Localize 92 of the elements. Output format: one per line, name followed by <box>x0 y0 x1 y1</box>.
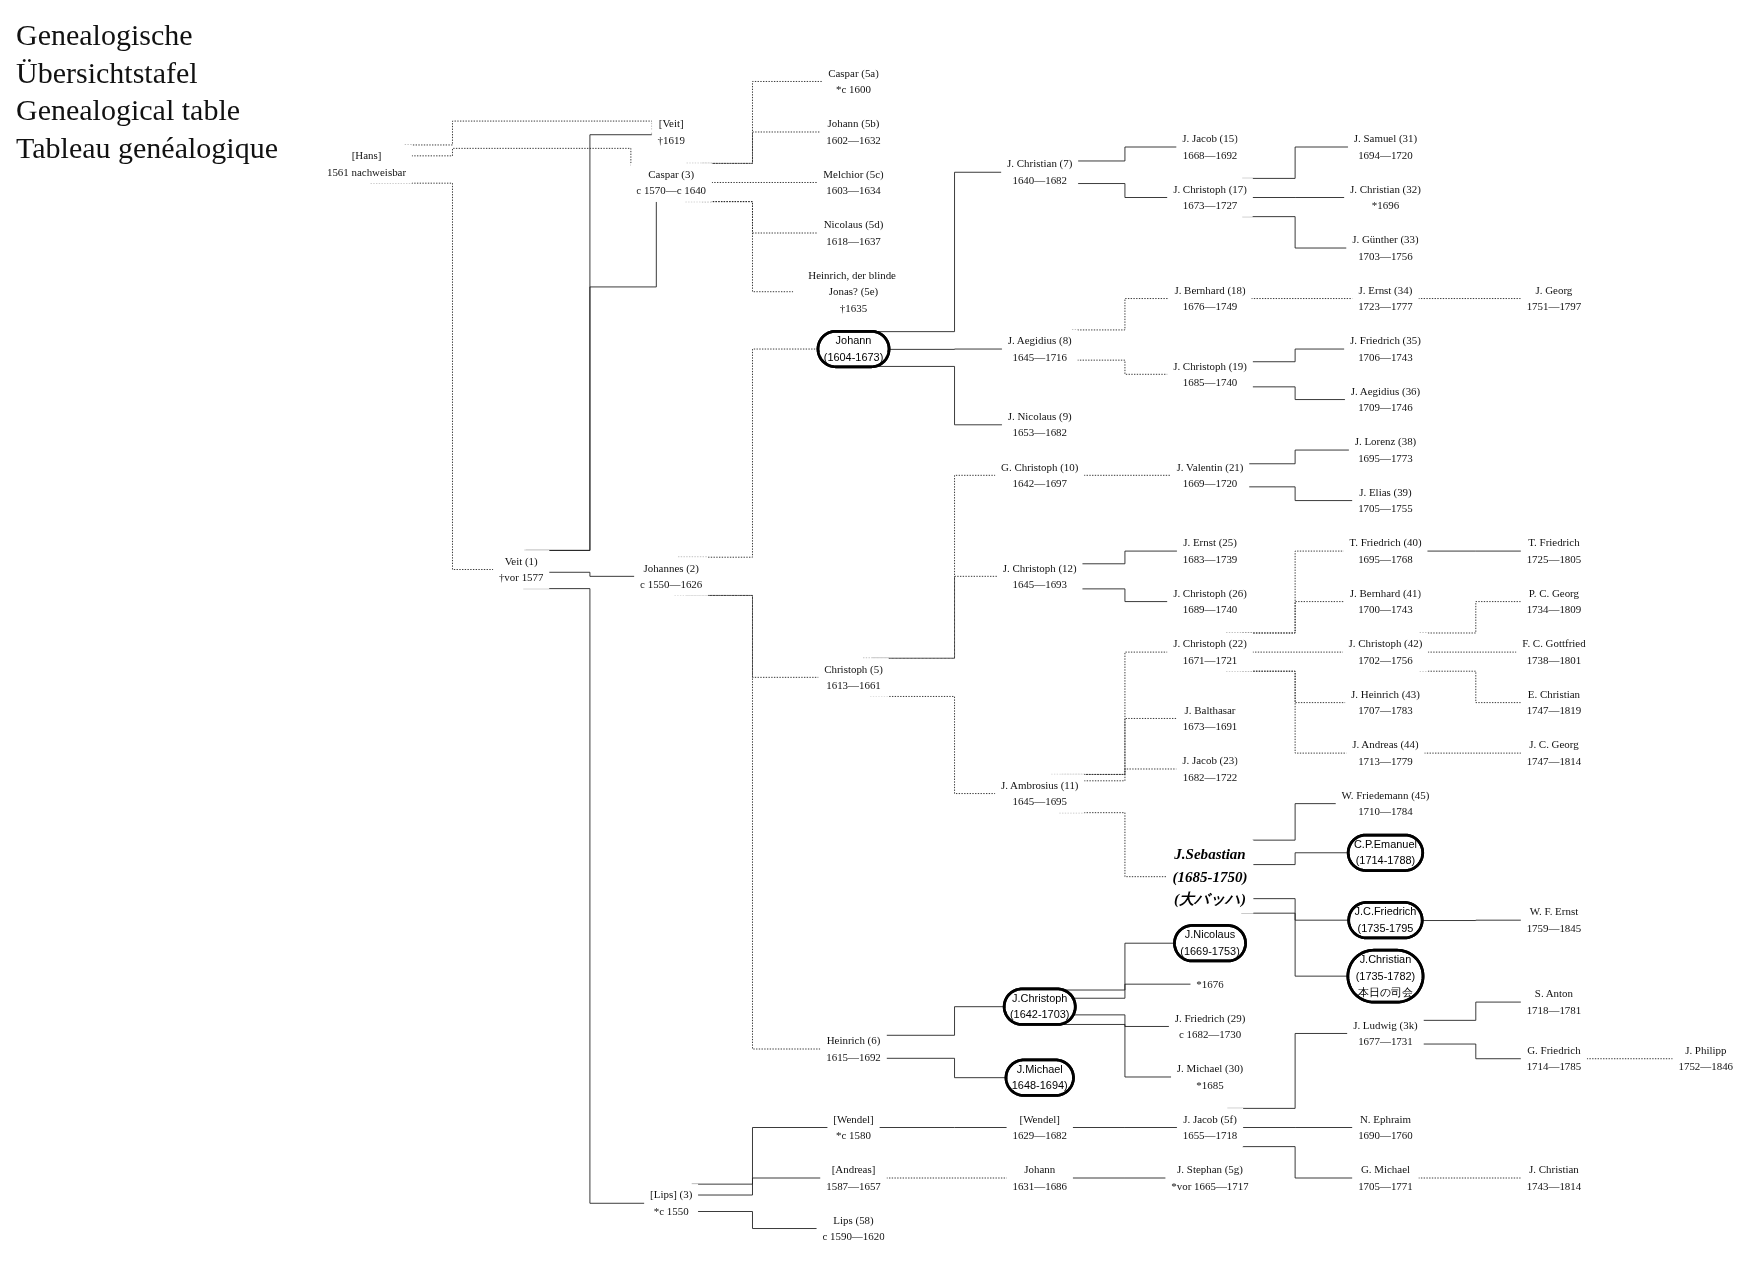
node-text: G. Michael 1705—1771 <box>1358 1163 1413 1192</box>
connector <box>1073 1014 1170 1027</box>
connector <box>1586 1058 1674 1060</box>
connector <box>697 1177 822 1196</box>
connector <box>1422 1043 1522 1060</box>
connector <box>1250 298 1354 299</box>
node-text: T. Friedrich (40) 1695—1768 <box>1349 536 1422 565</box>
node-text: Heinrich (6) 1615—1692 <box>826 1034 881 1063</box>
connector <box>1077 183 1169 198</box>
node-text: W. F. Ernst 1759—1845 <box>1526 905 1582 934</box>
node-text: J. Heinrich (43) 1707—1783 <box>1351 688 1420 717</box>
node-text: J. Christian (32) *1696 <box>1350 183 1421 212</box>
node-text: [Wendel] *c 1580 <box>833 1113 874 1142</box>
connector <box>1248 449 1350 465</box>
node-text: J. Friedrich (29) c 1682—1730 <box>1174 1012 1246 1041</box>
node-text: J. C. Georg 1747—1814 <box>1526 738 1582 767</box>
node-text: J. Christian 1743—1814 <box>1526 1163 1582 1192</box>
node-text: J. Nicolaus (9) 1653—1682 <box>1007 410 1072 439</box>
connector <box>697 1211 818 1229</box>
node-text: *1676 <box>1196 978 1224 990</box>
node-text: E. Christian 1747—1819 <box>1526 688 1582 717</box>
connector <box>548 571 636 577</box>
node-text: J. Bernhard (18) 1676—1749 <box>1174 284 1246 313</box>
title: Genealogische Übersichtstafel <box>16 17 199 91</box>
node-text: J. Jacob (15) 1668—1692 <box>1182 132 1238 161</box>
connector <box>711 182 819 183</box>
node-text: J. Lorenz (38) 1695—1773 <box>1354 435 1417 464</box>
connector <box>1252 803 1337 841</box>
connector <box>885 1057 1007 1079</box>
connector <box>1251 197 1346 198</box>
connector <box>1422 1001 1522 1021</box>
node-text: J. Christian (7) 1640—1682 <box>1007 157 1073 186</box>
node-text: J. Philipp 1752—1846 <box>1678 1044 1734 1073</box>
node-text: Heinrich, der blinde Jonas? (5e) †1635 <box>808 269 896 314</box>
node-text: J. Valentin (21) 1669—1720 <box>1176 460 1244 489</box>
node-text: J.Sebastian (1685-1750) (大バッハ) <box>1172 845 1248 908</box>
node-text: J. Ludwig (3k) 1677—1731 <box>1353 1019 1418 1048</box>
connector <box>1241 1146 1354 1179</box>
connector <box>1081 588 1169 603</box>
node-text: J. Samuel (31) 1694—1720 <box>1353 132 1418 161</box>
node-text: S. Anton 1718—1781 <box>1526 987 1582 1016</box>
node-text: J. Jacob (5f) 1655—1718 <box>1182 1113 1238 1142</box>
node-text: P. C. Georg 1734—1809 <box>1526 587 1582 616</box>
node-text: W. Friedemann (45) 1710—1784 <box>1341 789 1430 818</box>
node-text: N. Ephraim 1690—1760 <box>1358 1113 1413 1142</box>
node-text: J. Jacob (23) 1682—1722 <box>1182 754 1238 783</box>
node-text: F. C. Gottfried 1738—1801 <box>1522 637 1586 666</box>
connector <box>1077 146 1178 162</box>
node-text: Lips (58) c 1590—1620 <box>822 1214 885 1243</box>
node-text: J. Georg 1751—1797 <box>1526 284 1582 313</box>
node-text: Melchior (5c) 1603—1634 <box>823 168 884 197</box>
node-text: J. Ernst (25) 1683—1739 <box>1182 536 1238 565</box>
connector <box>1242 1127 1354 1128</box>
node-text: J. Aegidius (36) 1709—1746 <box>1350 385 1421 414</box>
connector <box>1417 298 1522 299</box>
connector <box>878 1127 1008 1128</box>
connector <box>1083 474 1172 476</box>
connector <box>1251 348 1346 363</box>
subtitle: Tableau genéalogique <box>16 129 279 166</box>
node-text: J. Friedrich (35) 1706—1743 <box>1350 334 1421 363</box>
connector <box>1081 550 1178 565</box>
node-text: J. Andreas (44) 1713—1779 <box>1352 738 1419 767</box>
node-text: J. Christoph (17) 1673—1727 <box>1173 183 1247 212</box>
node-text: J. Stephan (5g) *vor 1665—1717 <box>1171 1163 1249 1192</box>
connector <box>1251 386 1346 400</box>
node-text: J. Elias (39) 1705—1755 <box>1358 486 1413 515</box>
node-text: [Lips] (3) *c 1550 <box>650 1188 693 1217</box>
connector <box>885 1006 1005 1036</box>
node-text: Nicolaus (5d) 1618—1637 <box>823 218 884 247</box>
node-text: J. Bernhard (41) 1700—1743 <box>1349 587 1422 616</box>
node-text: J. Christoph (26) 1689—1740 <box>1173 587 1247 616</box>
node-text: Johann (5b) 1602—1632 <box>826 117 881 146</box>
node-text: J. Ernst (34) 1723—1777 <box>1358 284 1413 313</box>
node-text: Johann 1631—1686 <box>1012 1163 1068 1192</box>
node-text: G. Christoph (10) 1642—1697 <box>1001 460 1079 489</box>
node-text: T. Friedrich 1725—1805 <box>1526 536 1582 565</box>
node-text: J. Günther (33) 1703—1756 <box>1352 233 1419 262</box>
connector <box>1248 486 1354 501</box>
node-text: J. Christoph (12) 1645—1693 <box>1002 562 1077 590</box>
subtitle: Genealogical table <box>16 92 242 128</box>
connector <box>1072 1127 1178 1128</box>
node-text: J. Aegidius (8) 1645—1716 <box>1007 334 1072 363</box>
connector <box>888 348 1003 350</box>
node-text: J. Balthasar 1673—1691 <box>1182 704 1238 733</box>
connector <box>1422 919 1522 921</box>
node-text: G. Friedrich 1714—1785 <box>1526 1044 1582 1073</box>
node-text: [Wendel] 1629—1682 <box>1012 1113 1068 1142</box>
node-text: [Andreas] 1587—1657 <box>826 1163 881 1192</box>
node-text: J. Michael (30) *1685 <box>1176 1062 1244 1091</box>
node-text: J. Christoph (19) 1685—1740 <box>1173 359 1247 388</box>
node-text: Caspar (5a) *c 1600 <box>828 67 879 96</box>
connector <box>1252 852 1349 866</box>
